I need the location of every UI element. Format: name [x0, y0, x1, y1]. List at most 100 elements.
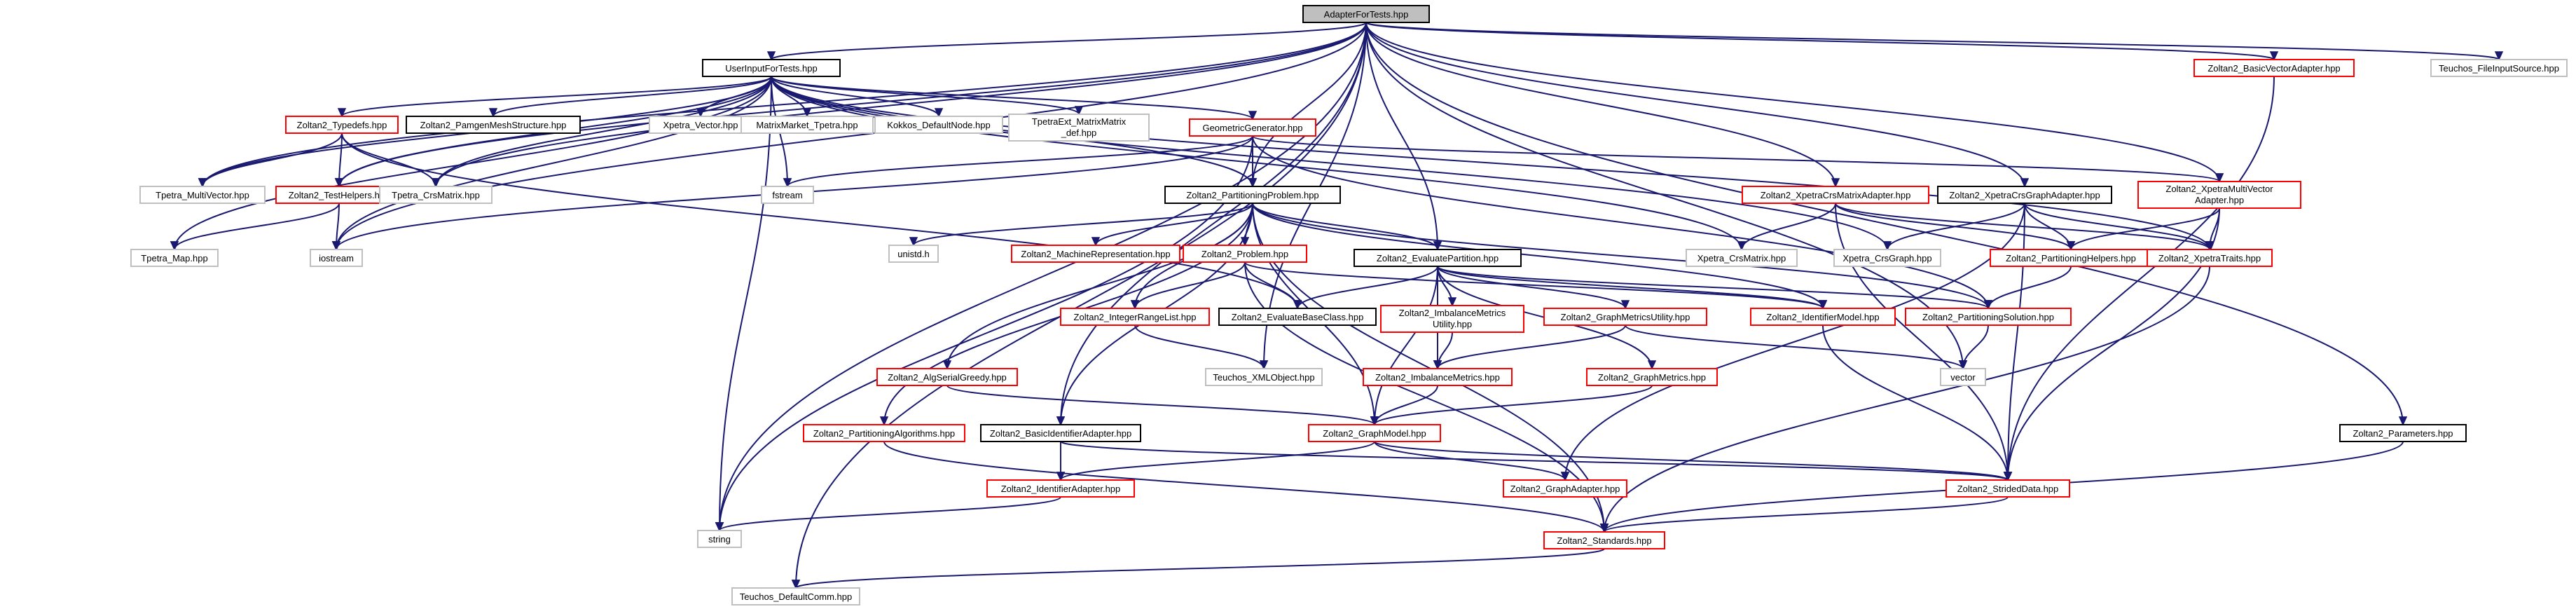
file-node-label: Zoltan2_GraphMetricsUtility.hpp: [1561, 312, 1690, 322]
edge-uift-to-typedefs: [337, 76, 772, 118]
file-node-label: Zoltan2_XpetraCrsGraphAdapter.hpp: [1949, 190, 2100, 200]
file-node-tpetraext: TpetraExt_MatrixMatrix_def.hpp: [1008, 114, 1150, 142]
file-node-pp[interactable]: Zoltan2_PartitioningProblem.hpp: [1164, 186, 1341, 204]
file-node-geogen[interactable]: GeometricGenerator.hpp: [1189, 118, 1316, 137]
edge-idmodel-to-strided: [1822, 324, 2013, 481]
file-node-label: Adapter.hpp: [2195, 195, 2244, 205]
file-node-xcrsg: Xpetra_CrsGraph.hpp: [1833, 249, 1941, 267]
file-node-problem[interactable]: Zoltan2_Problem.hpp: [1183, 245, 1307, 263]
file-node-box: [2193, 59, 2355, 77]
edge-problem-to-irl: [1130, 261, 1246, 310]
edge-evalpart-to-graphmodel: [1370, 266, 1438, 426]
file-node-box: [761, 186, 814, 204]
file-node-box: [1205, 368, 1323, 386]
file-node-parthelpers[interactable]: Zoltan2_PartitioningHelpers.hpp: [1990, 249, 2152, 267]
file-node-graphm[interactable]: Zoltan2_GraphMetrics.hpp: [1586, 368, 1718, 386]
file-node-box: [406, 116, 581, 134]
file-node-string: string: [697, 530, 742, 548]
edge-xcga-to-xtraits: [2024, 203, 2215, 251]
file-node-ga[interactable]: Zoltan2_GraphAdapter.hpp: [1503, 479, 1627, 498]
file-node-box: [1189, 118, 1316, 137]
file-node-evalpart[interactable]: Zoltan2_EvaluatePartition.hpp: [1354, 249, 1522, 267]
file-node-box: [697, 530, 742, 548]
file-node-label: Zoltan2_IdentifierAdapter.hpp: [1001, 484, 1121, 494]
file-node-bva[interactable]: Zoltan2_BasicVectorAdapter.hpp: [2193, 59, 2355, 77]
file-node-xcma[interactable]: Zoltan2_XpetraCrsMatrixAdapter.hpp: [1742, 186, 1929, 204]
file-node-txml: Teuchos_XMLObject.hpp: [1205, 368, 1323, 386]
file-node-label: Utility.hpp: [1433, 319, 1472, 329]
file-node-label: Zoltan2_Typedefs.hpp: [297, 120, 387, 130]
file-node-graphmodel[interactable]: Zoltan2_GraphModel.hpp: [1308, 424, 1441, 442]
file-node-evalbase[interactable]: Zoltan2_EvaluateBaseClass.hpp: [1218, 308, 1377, 326]
file-nodes: AdapterForTests.hppUserInputForTests.hpp…: [130, 5, 2568, 605]
file-node-box: [2430, 59, 2568, 77]
edge-pp-to-unistd: [909, 203, 1253, 247]
file-node-strided[interactable]: Zoltan2_StridedData.hpp: [1945, 479, 2070, 498]
file-node-box: [2147, 249, 2273, 267]
edge-evalpart-to-partsol: [1437, 266, 1993, 310]
file-node-ia[interactable]: Zoltan2_IdentifierAdapter.hpp: [986, 479, 1135, 498]
edge-uift-to-tmap: [170, 76, 772, 251]
edge-partsol-to-vector: [1958, 324, 1989, 370]
file-node-label: Zoltan2_MachineRepresentation.hpp: [1021, 249, 1170, 259]
edge-bva-to-strided: [2003, 76, 2275, 481]
edge-bia-to-ia: [1056, 442, 1066, 481]
file-node-irl[interactable]: Zoltan2_IntegerRangeList.hpp: [1060, 308, 1210, 326]
file-node-uift[interactable]: UserInputForTests.hpp: [702, 59, 841, 77]
file-node-asg[interactable]: Zoltan2_AlgSerialGreedy.hpp: [876, 368, 1018, 386]
edge-root-to-uift: [766, 22, 1367, 61]
file-node-partalgs[interactable]: Zoltan2_PartitioningAlgorithms.hpp: [803, 424, 965, 442]
file-node-xcga[interactable]: Zoltan2_XpetraCrsGraphAdapter.hpp: [1937, 186, 2112, 204]
file-node-label: Zoltan2_GraphModel.hpp: [1323, 428, 1426, 439]
file-node-box: [1183, 245, 1307, 263]
file-node-box: [741, 116, 874, 134]
file-node-machrep[interactable]: Zoltan2_MachineRepresentation.hpp: [1011, 245, 1180, 263]
file-node-typedefs[interactable]: Zoltan2_Typedefs.hpp: [285, 116, 399, 134]
file-node-label: Zoltan2_BasicVectorAdapter.hpp: [2207, 63, 2340, 74]
file-node-box: [1742, 186, 1929, 204]
file-node-label: Zoltan2_Standards.hpp: [1557, 535, 1651, 546]
file-node-box: [1011, 245, 1180, 263]
file-node-tcrs: Tpetra_CrsMatrix.hpp: [379, 186, 493, 204]
edge-root-to-params: [1365, 22, 2408, 426]
file-node-bia[interactable]: Zoltan2_BasicIdentifierAdapter.hpp: [980, 424, 1141, 442]
file-node-box: [1586, 368, 1718, 386]
edge-uift-to-geogen: [771, 76, 1258, 121]
edge-evalpart-to-idmodel: [1437, 266, 1828, 310]
file-node-box: [1363, 368, 1513, 386]
edge-evalpart-to-evalbase: [1293, 266, 1438, 310]
file-node-label: unistd.h: [897, 249, 930, 259]
file-node-root[interactable]: AdapterForTests.hpp: [1302, 5, 1430, 23]
file-node-label: Tpetra_CrsMatrix.hpp: [392, 190, 480, 200]
file-node-box: [379, 186, 493, 204]
edge-graphmodel-to-ga: [1374, 441, 1570, 481]
edge-irl-to-txml: [1134, 324, 1269, 370]
file-node-box: [130, 249, 219, 267]
edge-typedefs-to-testhelpers: [334, 132, 344, 188]
file-node-standards[interactable]: Zoltan2_Standards.hpp: [1543, 531, 1665, 549]
file-node-pamgen[interactable]: Zoltan2_PamgenMeshStructure.hpp: [406, 116, 581, 134]
edge-uift-to-pamgen: [488, 76, 772, 118]
file-node-gmu[interactable]: Zoltan2_GraphMetricsUtility.hpp: [1543, 308, 1707, 326]
file-node-label: Zoltan2_PartitioningProblem.hpp: [1186, 190, 1318, 200]
edge-gmu-to-vector: [1625, 324, 1968, 370]
edge-root-to-xcma: [1365, 22, 1840, 188]
file-node-box: [1833, 249, 1941, 267]
file-node-partsol[interactable]: Zoltan2_PartitioningSolution.hpp: [1905, 308, 2072, 326]
file-node-label: MatrixMarket_Tpetra.hpp: [756, 120, 857, 130]
edge-geogen-to-xmva: [1252, 135, 2224, 183]
file-node-idmodel[interactable]: Zoltan2_IdentifierModel.hpp: [1750, 308, 1896, 326]
edge-strided-to-standards: [1599, 496, 2009, 533]
file-node-label: Zoltan2_EvaluateBaseClass.hpp: [1232, 312, 1364, 322]
file-node-params[interactable]: Zoltan2_Parameters.hpp: [2339, 424, 2467, 442]
file-node-box: [1937, 186, 2112, 204]
edge-typedefs-to-tcrs: [341, 132, 441, 188]
file-node-label: Kokkos_DefaultNode.hpp: [887, 120, 990, 130]
file-node-box: [2339, 424, 2467, 442]
edge-root-to-bva: [1365, 22, 2279, 61]
file-node-imbm[interactable]: Zoltan2_ImbalanceMetrics.hpp: [1363, 368, 1513, 386]
file-node-xtraits[interactable]: Zoltan2_XpetraTraits.hpp: [2147, 249, 2273, 267]
file-node-unistd: unistd.h: [888, 245, 939, 263]
